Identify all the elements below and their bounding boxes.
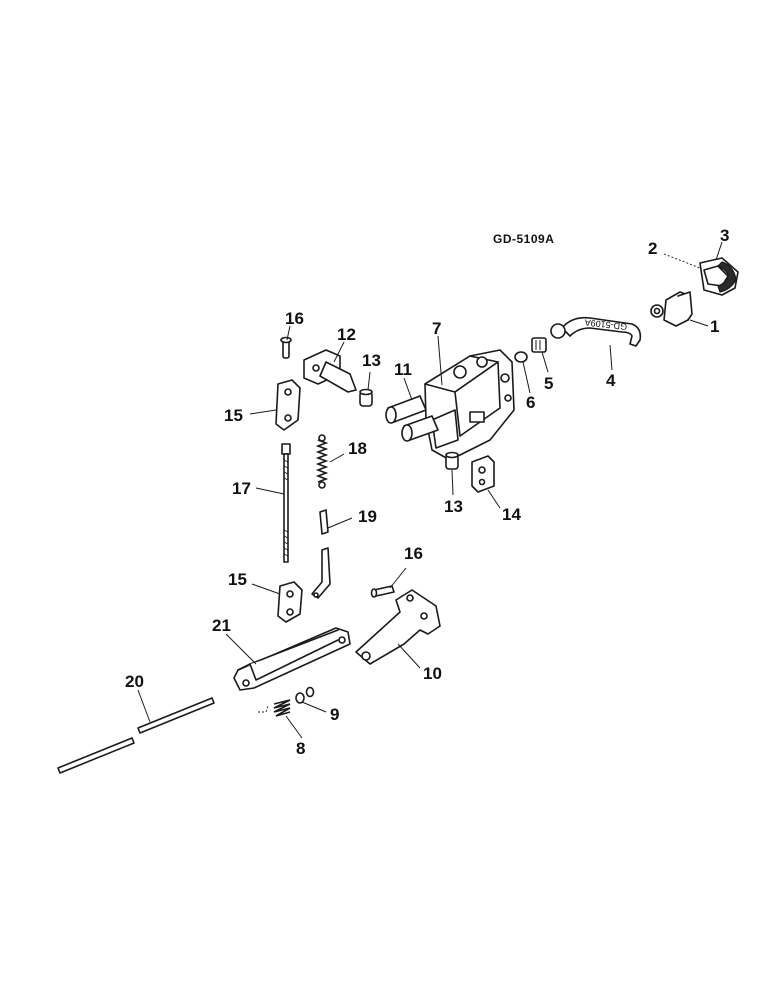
callout-8: 8 <box>296 739 306 758</box>
callout-21: 21 <box>212 616 231 635</box>
part-16-pin-upper <box>280 336 292 359</box>
part-20-rod <box>57 697 215 774</box>
part-5-fitting <box>531 337 547 353</box>
part-16-pin-lower <box>370 585 395 598</box>
part-8-spring-small <box>258 699 291 717</box>
part-12-lever <box>303 349 357 393</box>
callout-13-upper: 13 <box>362 351 381 370</box>
part-1-bracket <box>650 291 693 327</box>
pipe-stamp: GD-5109A <box>584 317 627 331</box>
callout-10: 10 <box>423 664 442 683</box>
part-17-rod <box>281 443 291 563</box>
part-18-spring <box>315 434 329 489</box>
callout-13-lower: 13 <box>444 497 463 516</box>
callout-5: 5 <box>544 374 554 393</box>
callout-7: 7 <box>432 319 442 338</box>
callout-9: 9 <box>330 705 340 724</box>
callout-20: 20 <box>125 672 144 691</box>
part-14-block <box>471 455 495 493</box>
part-13-bushing-upper <box>359 388 373 407</box>
callout-1: 1 <box>710 317 720 336</box>
callout-14: 14 <box>502 505 521 524</box>
callout-16-upper: 16 <box>285 309 304 328</box>
part-13-bushing-lower <box>445 451 459 470</box>
callout-3: 3 <box>720 226 730 245</box>
part-6-washer <box>514 351 528 363</box>
callout-12: 12 <box>337 325 356 344</box>
callout-2: 2 <box>648 239 658 258</box>
callout-18: 18 <box>348 439 367 458</box>
part-11-spools <box>385 395 439 442</box>
part-3-cap <box>699 257 739 296</box>
callout-19: 19 <box>358 507 377 526</box>
callout-17: 17 <box>232 479 251 498</box>
callout-15-lower: 15 <box>228 570 247 589</box>
part-19-link <box>311 509 331 599</box>
callout-16-lower: 16 <box>404 544 423 563</box>
part-9-washers <box>295 686 315 704</box>
callout-4: 4 <box>606 371 616 390</box>
part-4-pipe <box>550 316 642 347</box>
callout-11: 11 <box>394 360 412 379</box>
part-7-valve <box>424 349 515 461</box>
part-15-clevis-upper <box>275 379 301 431</box>
part-15-clevis-lower <box>277 581 303 623</box>
callout-6: 6 <box>526 393 536 412</box>
part-21-handle <box>233 627 351 691</box>
drawing-code: GD-5109A <box>493 232 555 246</box>
callout-15-upper: 15 <box>224 406 243 425</box>
part-10-lever <box>355 589 441 665</box>
